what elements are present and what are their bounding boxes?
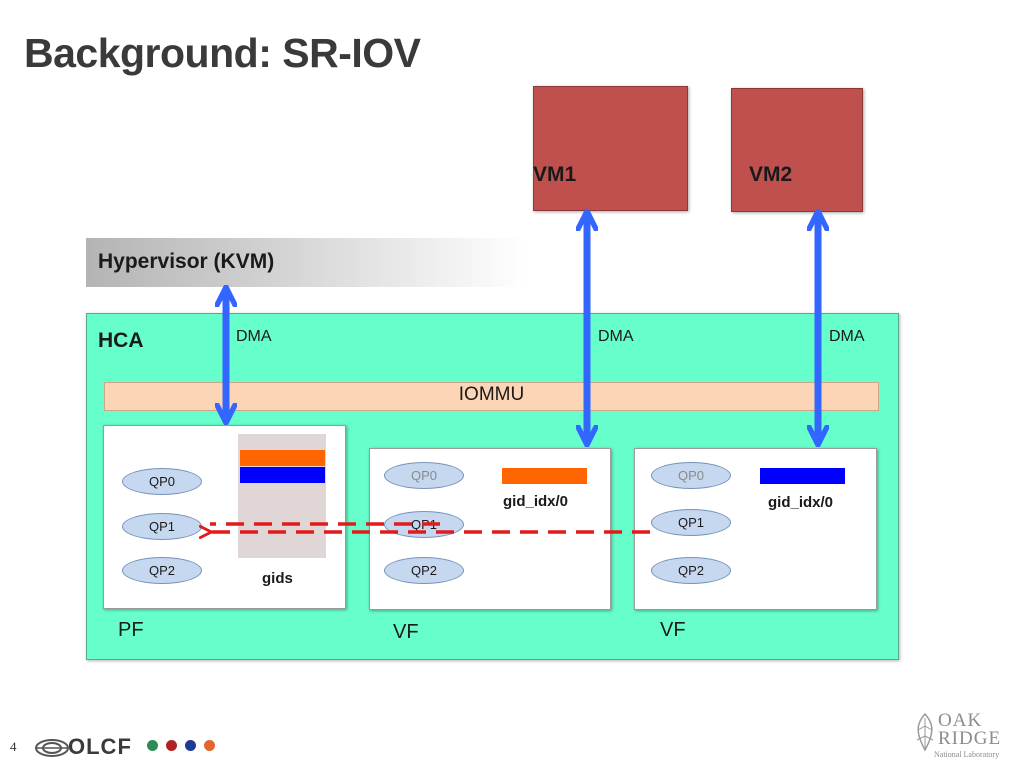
olcf-dot-red bbox=[166, 740, 177, 751]
pf-qp0: QP0 bbox=[122, 468, 202, 495]
dma-label-vm1: DMA bbox=[598, 328, 634, 345]
olcf-emblem-icon bbox=[35, 739, 69, 757]
vf2-gid-entry bbox=[760, 468, 845, 484]
vf2-qp0: QP0 bbox=[651, 462, 731, 489]
gid-entry-orange bbox=[240, 450, 325, 466]
gid-entry-blue bbox=[240, 467, 325, 483]
page-number: 4 bbox=[10, 739, 17, 754]
vm1-box bbox=[533, 86, 688, 211]
hypervisor-bar bbox=[86, 238, 526, 287]
olcf-dot-green bbox=[147, 740, 158, 751]
vm2-label: VM2 bbox=[749, 163, 793, 186]
ornl-logo-line-oak: OAK bbox=[938, 710, 983, 731]
vf1-label: VF bbox=[393, 621, 419, 643]
olcf-dots bbox=[147, 740, 215, 751]
vf2-qp1: QP1 bbox=[651, 509, 731, 536]
ornl-logo-line-lab: National Laboratory bbox=[934, 750, 1000, 759]
dma-label-vm2: DMA bbox=[829, 328, 865, 345]
vf2-qp2: QP2 bbox=[651, 557, 731, 584]
slide-title: Background: SR-IOV bbox=[24, 30, 421, 76]
ornl-leaf-icon bbox=[916, 712, 934, 752]
vf1-qp0: QP0 bbox=[384, 462, 464, 489]
vm2-box bbox=[731, 88, 863, 212]
gids-label: gids bbox=[262, 570, 293, 587]
dma-label-pf: DMA bbox=[236, 328, 272, 345]
vf2-label: VF bbox=[660, 619, 686, 641]
pf-qp2: QP2 bbox=[122, 557, 202, 584]
olcf-logo-text: OLCF bbox=[68, 734, 132, 759]
pf-qp1: QP1 bbox=[122, 513, 202, 540]
vf1-gid-entry bbox=[502, 468, 587, 484]
vf1-qp2: QP2 bbox=[384, 557, 464, 584]
ornl-logo-line-ridge: RIDGE bbox=[938, 728, 1002, 749]
olcf-dot-blue bbox=[185, 740, 196, 751]
vf1-gid-label: gid_idx/0 bbox=[503, 493, 569, 510]
olcf-dot-orange bbox=[204, 740, 215, 751]
hca-label: HCA bbox=[98, 329, 144, 352]
vf2-gid-label: gid_idx/0 bbox=[768, 494, 834, 511]
vm1-label: VM1 bbox=[533, 163, 577, 186]
iommu-label: IOMMU bbox=[458, 384, 525, 405]
pf-label: PF bbox=[118, 619, 144, 641]
hypervisor-label: Hypervisor (KVM) bbox=[98, 250, 275, 273]
